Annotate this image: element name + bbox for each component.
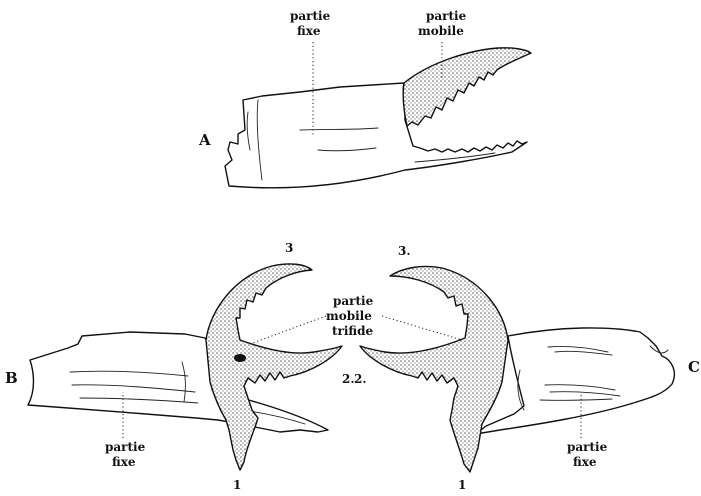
- shared-leader-left: [250, 316, 326, 344]
- figure-b-claw-3: 3: [285, 241, 293, 255]
- figure-c-claw-3: 3.: [398, 244, 411, 258]
- figure-c: C 3. 2. 1 partie fixe: [342, 244, 700, 492]
- figure-b-fixed-part: [28, 332, 328, 432]
- figure-a-fixed-part: [225, 83, 527, 188]
- figure-a-mobile-label-line1: partie: [426, 9, 467, 23]
- figure-b-mobile-part: [206, 264, 342, 470]
- figure-a-mobile-part: [403, 48, 531, 126]
- figure-a-mobile-label-line2: mobile: [418, 24, 464, 38]
- figure-b-fixed-label-line1: partie: [105, 440, 146, 454]
- figure-a-fixed-label-line1: partie: [290, 9, 331, 23]
- figure-c-fixed-label-line1: partie: [567, 440, 608, 454]
- figure-a-fixed-label-line2: fixe: [297, 24, 321, 38]
- shared-leader-right: [382, 316, 462, 340]
- shared-label-line3: trifide: [332, 324, 374, 338]
- figure-a: A partie fixe partie mobile: [198, 9, 531, 188]
- shared-mobile-label: partie mobile trifide: [250, 294, 462, 344]
- figure-b-claw-1: 1: [233, 478, 241, 492]
- shared-label-line2: mobile: [326, 309, 372, 323]
- figure-b-claw-2: 2.: [354, 372, 367, 386]
- figure-b: B 3 2. 1 partie fixe: [5, 241, 367, 492]
- figure-b-letter: B: [5, 369, 18, 387]
- figure-c-letter: C: [688, 358, 700, 376]
- figure-b-fixed-label-line2: fixe: [112, 455, 136, 469]
- figure-c-mobile-part: [360, 266, 508, 472]
- figure-c-claw-1: 1: [458, 478, 466, 492]
- figure-c-fixed-label-line2: fixe: [573, 455, 597, 469]
- figure-a-letter: A: [198, 131, 211, 149]
- figure-c-claw-2: 2.: [342, 372, 355, 386]
- shared-label-line1: partie: [333, 294, 374, 308]
